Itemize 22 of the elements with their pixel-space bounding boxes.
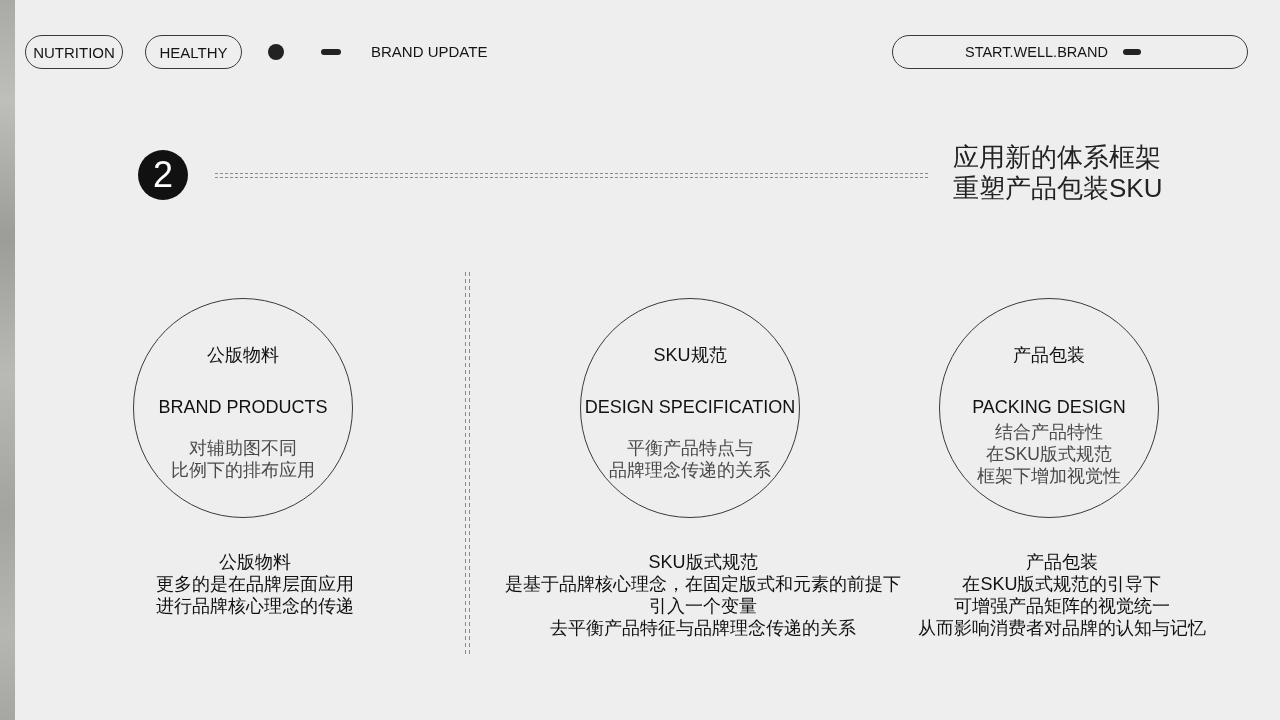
circle-description: 对辅助图不同比例下的排布应用 [171, 438, 315, 481]
circle-description: 结合产品特性在SKU版式规范框架下增加视觉性 [977, 421, 1121, 487]
caption-heading: 公版物料 [219, 551, 291, 573]
circle-heading: 产品包装 [1013, 344, 1085, 366]
circle-heading: SKU规范 [653, 344, 727, 366]
caption-text: 是基于品牌核心理念，在固定版式和元素的前提下引入一个变量去平衡产品特征与品牌理念传递的关系 [505, 573, 901, 639]
caption-text: 在SKU版式规范的引导下可增强产品矩阵的视觉统一从而影响消费者对品牌的认知与记忆 [918, 573, 1206, 639]
circle-subtitle: PACKING DESIGN [972, 396, 1126, 418]
circle-description: 平衡产品特点与品牌理念传递的关系 [609, 438, 771, 481]
caption-heading: SKU版式规范 [648, 551, 758, 573]
pill-text: START.WELL.BRAND [965, 43, 1108, 61]
header-text: BRAND UPDATE [371, 43, 488, 61]
circle-heading: 公版物料 [207, 344, 279, 366]
circle-subtitle: DESIGN SPECIFICATION [584, 396, 796, 418]
circle-node [133, 298, 353, 518]
circle-node [939, 298, 1159, 518]
circle-node [580, 298, 800, 518]
number-circle: 2 [138, 150, 188, 200]
caption-text: 更多的是在品牌层面应用进行品牌核心理念的传递 [156, 573, 354, 617]
slide-title: 应用新的体系框架重塑产品包装SKU [953, 142, 1163, 204]
circle-subtitle: BRAND PRODUCTS [158, 396, 328, 418]
caption-heading: 产品包装 [1026, 551, 1098, 573]
